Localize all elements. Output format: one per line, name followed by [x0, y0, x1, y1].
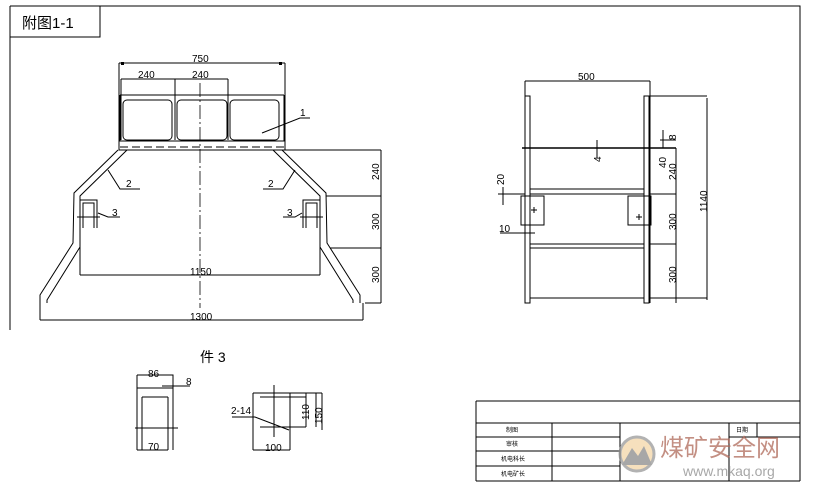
dim-240-a: 240 [138, 70, 155, 81]
detail-title: 件 3 [200, 349, 226, 365]
drawing-frame: 附图1-1 [9, 5, 801, 481]
dim-300-a: 300 [668, 213, 679, 230]
dim-240-h: 240 [371, 163, 382, 180]
title-block-mine-chief: 机电矿长 [501, 470, 525, 478]
dim-8: 8 [668, 134, 679, 140]
title-block-drawn: 制图 [506, 426, 518, 434]
dim-70: 70 [148, 442, 160, 453]
dim-20: 20 [496, 173, 507, 185]
watermark: 煤矿安全网 www.mkaq.org [618, 434, 780, 479]
dim-1300: 1300 [190, 312, 213, 323]
dim-240: 240 [668, 163, 679, 180]
dim-300-b: 300 [668, 266, 679, 283]
dim-1150: 1150 [190, 267, 212, 278]
callout-3-left: 3 [112, 208, 118, 219]
dim-40: 40 [658, 156, 669, 168]
dim-240-b: 240 [192, 70, 209, 81]
callout-1: 1 [300, 108, 306, 119]
title-block-review: 审核 [506, 440, 518, 448]
title-block-section-chief: 机电科长 [501, 455, 525, 463]
side-view: 500 8 4 40 240 300 300 1140 20 10 [496, 72, 710, 304]
watermark-logo-icon [618, 435, 656, 473]
detail-part-3: 件 3 86 8 70 2-14 110 150 100 [135, 349, 325, 454]
callout-2-right: 2 [268, 179, 274, 190]
callout-2-left: 2 [126, 179, 132, 190]
dim-2-14: 2-14 [231, 406, 251, 417]
dim-110: 110 [301, 404, 312, 420]
front-view: 750 240 240 1150 1300 240 300 300 1 2 2 … [39, 54, 382, 323]
dim-1140: 1140 [699, 190, 710, 212]
dim-100: 100 [265, 443, 282, 454]
dim-10: 10 [499, 224, 511, 235]
dim-750: 750 [192, 54, 209, 65]
title-block: 制图 审核 机电科长 机电矿长 日期 [475, 400, 800, 482]
watermark-name: 煤矿安全网 [660, 434, 780, 462]
dim-8-detail: 8 [186, 377, 192, 388]
watermark-url: www.mkaq.org [682, 463, 775, 479]
callout-3-right: 3 [287, 208, 293, 219]
drawing-title: 附图1-1 [22, 15, 74, 32]
dim-300-h2: 300 [371, 266, 382, 283]
title-block-date: 日期 [736, 426, 748, 434]
dim-500: 500 [578, 72, 595, 83]
dim-150: 150 [314, 407, 325, 424]
dim-300-h1: 300 [371, 213, 382, 230]
dim-4: 4 [593, 156, 604, 162]
dim-86: 86 [148, 369, 160, 380]
